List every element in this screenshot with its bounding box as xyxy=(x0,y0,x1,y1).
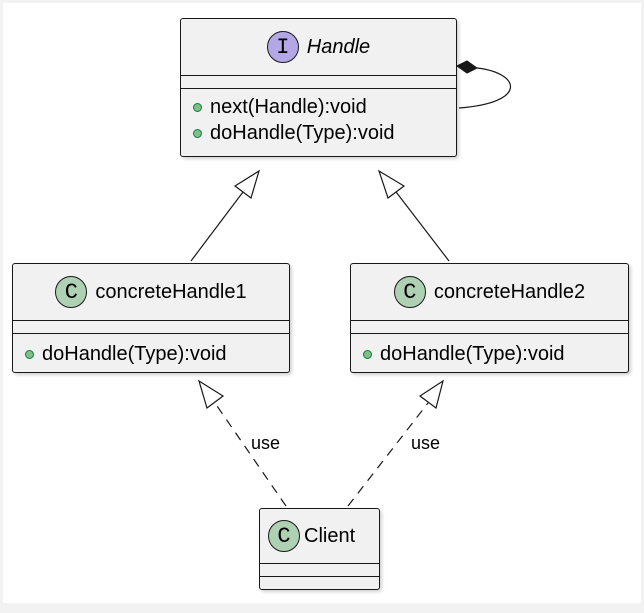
inheritance-line-2 xyxy=(392,187,450,262)
client-box[interactable]: C Client xyxy=(259,508,380,590)
composition-diamond-icon xyxy=(456,60,478,74)
class-badge-icon: C xyxy=(393,276,426,308)
class-badge-icon: C xyxy=(55,276,88,308)
class-name: Handle xyxy=(306,35,371,58)
concrete-handle-2-header: C concreteHandle2 xyxy=(351,264,628,320)
public-method-icon xyxy=(25,349,34,359)
use-arrow-icon-2 xyxy=(418,379,444,410)
method-signature: next(Handle):void xyxy=(210,95,367,118)
concrete-handle-1-header: C concreteHandle1 xyxy=(13,264,289,320)
use-line-2 xyxy=(347,402,429,507)
class-name: concreteHandle1 xyxy=(95,280,247,303)
methods-separator xyxy=(260,576,379,577)
attributes-separator xyxy=(13,320,289,333)
client-header: C Client xyxy=(260,509,379,563)
attributes-separator xyxy=(351,320,628,333)
concrete-handle-1-box[interactable]: C concreteHandle1 doHandle(Type):void xyxy=(12,263,290,373)
handle-header: I Handle xyxy=(181,19,456,75)
public-method-icon xyxy=(363,349,372,359)
public-method-icon xyxy=(193,102,202,112)
use-line-1 xyxy=(214,402,287,507)
use-label-1: use xyxy=(251,433,281,453)
methods-separator xyxy=(351,333,628,334)
method-signature: doHandle(Type):void xyxy=(210,121,395,144)
use-arrow-icon-1 xyxy=(197,379,225,409)
attributes-separator xyxy=(260,563,379,576)
inheritance-line-1 xyxy=(190,187,247,262)
attributes-separator xyxy=(181,75,456,88)
class-name: Client xyxy=(304,524,356,547)
use-label-2: use xyxy=(411,433,441,453)
class-name: concreteHandle2 xyxy=(433,280,586,303)
inheritance-arrow-icon-1 xyxy=(233,169,261,199)
method-signature: doHandle(Type):void xyxy=(42,342,227,365)
class-badge-icon: C xyxy=(268,520,300,552)
methods-separator xyxy=(181,88,456,89)
methods-separator xyxy=(13,333,289,334)
interface-badge-icon: I xyxy=(266,31,299,63)
method-row: doHandle(Type):void xyxy=(181,120,456,146)
method-row: next(Handle):void xyxy=(181,94,456,120)
diagram-canvas: I Handle next(Handle):void doHandle(Type… xyxy=(3,3,641,603)
handle-interface-box[interactable]: I Handle next(Handle):void doHandle(Type… xyxy=(180,18,457,157)
self-association-line xyxy=(458,67,512,109)
concrete-handle-2-box[interactable]: C concreteHandle2 doHandle(Type):void xyxy=(350,263,629,373)
inheritance-arrow-icon-2 xyxy=(377,169,406,199)
relationship-edges xyxy=(190,60,512,507)
method-row: doHandle(Type):void xyxy=(351,341,628,367)
method-signature: doHandle(Type):void xyxy=(380,342,565,365)
method-row: doHandle(Type):void xyxy=(13,341,289,367)
public-method-icon xyxy=(193,128,202,138)
